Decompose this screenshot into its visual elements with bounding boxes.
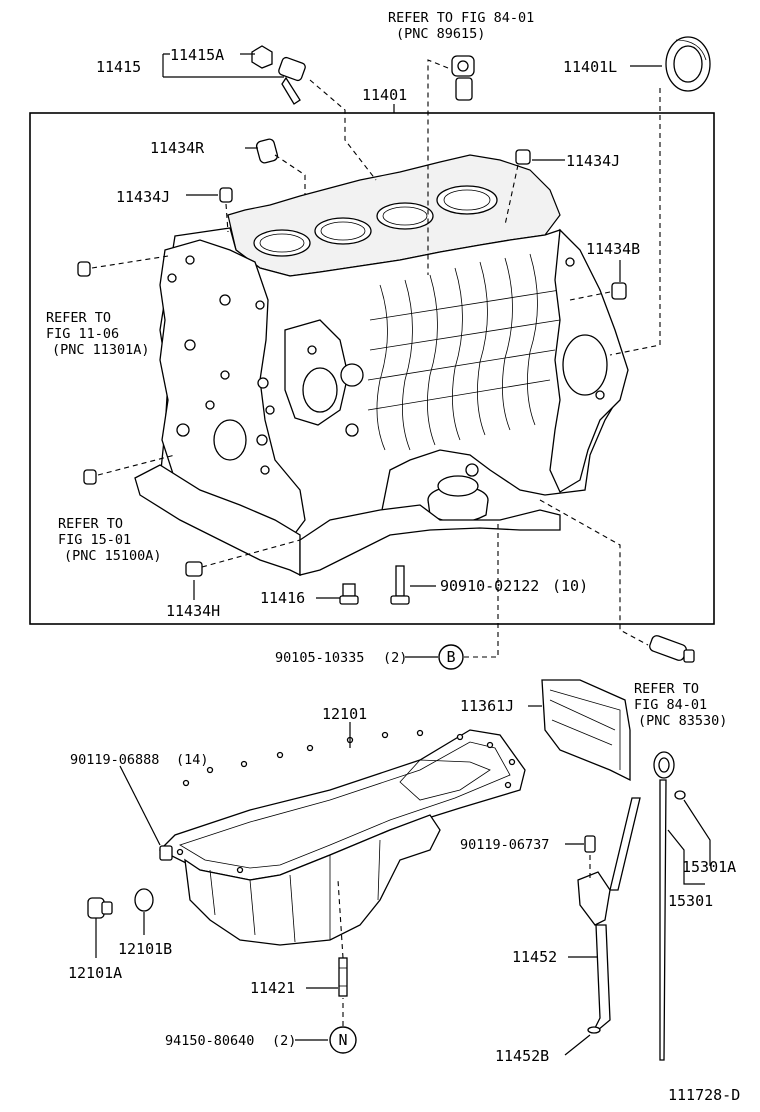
circle-n-marker	[329, 1026, 357, 1054]
bolt-90119-06888	[159, 845, 173, 861]
label-90910: 90910-02122	[440, 577, 539, 595]
circle-b-marker	[438, 644, 464, 670]
diagram-id: 111728-D	[668, 1086, 740, 1104]
ref-fig15-line3: (PNC 15100A)	[64, 548, 162, 564]
label-11361J: 11361J	[460, 697, 514, 715]
label-90105: 90105-10335	[275, 650, 364, 666]
ref-fig84-sensor2-line3: (PNC 83530)	[638, 713, 727, 729]
label-90119-06888: 90119-06888	[70, 752, 159, 768]
label-15301A: 15301A	[682, 858, 736, 876]
dowel-11434B	[611, 282, 627, 300]
oil-seal-11401L	[665, 36, 711, 92]
washer-12101B	[134, 888, 154, 912]
dowel-left-upper	[77, 261, 91, 277]
label-11452B: 11452B	[495, 1047, 549, 1065]
label-94150-qty: (2)	[272, 1033, 296, 1049]
ref-fig15-line2: FIG 15-01	[58, 532, 131, 548]
label-90105-qty: (2)	[383, 650, 407, 666]
label-12101A: 12101A	[68, 964, 122, 982]
label-90119-06737: 90119-06737	[460, 837, 549, 853]
label-12101B: 12101B	[118, 940, 172, 958]
label-15301: 15301	[668, 892, 713, 910]
leader-lines	[91, 53, 711, 1056]
label-90119-06888-qty: (14)	[176, 752, 209, 768]
dowel-11434H	[185, 561, 203, 577]
ref-fig11-line2: FIG 11-06	[46, 326, 119, 342]
label-11434B: 11434B	[586, 240, 640, 258]
dowel-11434R	[255, 138, 279, 164]
ref-fig84-sensor1-line1: REFER TO FIG 84-01	[388, 10, 534, 26]
sensor-83530	[649, 635, 695, 663]
label-11434J-left: 11434J	[116, 188, 170, 206]
stud-11421	[338, 957, 348, 997]
plug-11416	[339, 583, 359, 605]
label-11421: 11421	[250, 979, 295, 997]
circle-n-label: N	[338, 1031, 347, 1049]
dowel-left-lower	[83, 469, 97, 485]
drain-plug-12101A	[87, 897, 113, 919]
label-11434R: 11434R	[150, 139, 205, 157]
ref-fig15-line1: REFER TO	[58, 516, 123, 532]
ref-fig84-sensor2-line2: FIG 84-01	[634, 697, 707, 713]
dipstick-guide-11452	[577, 797, 641, 1034]
ref-fig84-sensor2-line1: REFER TO	[634, 681, 699, 697]
label-11434H: 11434H	[166, 602, 220, 620]
oil-pan-12101	[158, 729, 526, 946]
circle-b-label: B	[446, 648, 455, 666]
label-94150: 94150-80640	[165, 1033, 254, 1049]
cylinder-block	[134, 154, 629, 577]
dowel-11434J-top	[515, 149, 531, 165]
label-11452: 11452	[512, 948, 557, 966]
label-11401L: 11401L	[563, 58, 617, 76]
dipstick-15301	[653, 751, 686, 1061]
label-11401: 11401	[362, 86, 407, 104]
label-12101: 12101	[322, 705, 367, 723]
label-90910-qty: (10)	[552, 577, 588, 595]
bolt-90119-06737	[584, 835, 596, 853]
label-11415: 11415	[96, 58, 141, 76]
label-11416: 11416	[260, 589, 305, 607]
label-11434J-top: 11434J	[566, 152, 620, 170]
ref-fig11-line1: REFER TO	[46, 310, 111, 326]
label-11415A: 11415A	[170, 46, 224, 64]
part-11415-fitting	[251, 45, 306, 105]
cover-11361J	[541, 679, 631, 782]
ref-fig11-line3: (PNC 11301A)	[52, 342, 150, 358]
cylinder-block-frame	[29, 112, 715, 625]
dowel-11434J-left	[219, 187, 233, 203]
ref-fig84-sensor1-line2: (PNC 89615)	[396, 26, 485, 42]
sensor-89615	[451, 55, 475, 101]
bolt-90910	[390, 565, 410, 605]
